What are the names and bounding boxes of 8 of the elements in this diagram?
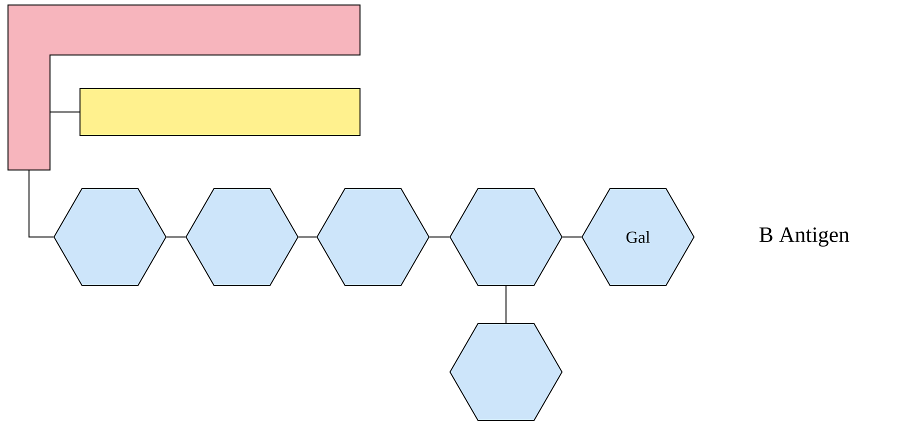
connector-line xyxy=(298,236,317,238)
connector-line xyxy=(166,236,186,238)
connector-line xyxy=(429,236,450,238)
bar xyxy=(80,88,360,136)
l-shaped-bar xyxy=(8,4,360,170)
label: B Antigen xyxy=(759,227,850,247)
connector-line xyxy=(562,236,582,238)
connector-line xyxy=(28,170,54,238)
